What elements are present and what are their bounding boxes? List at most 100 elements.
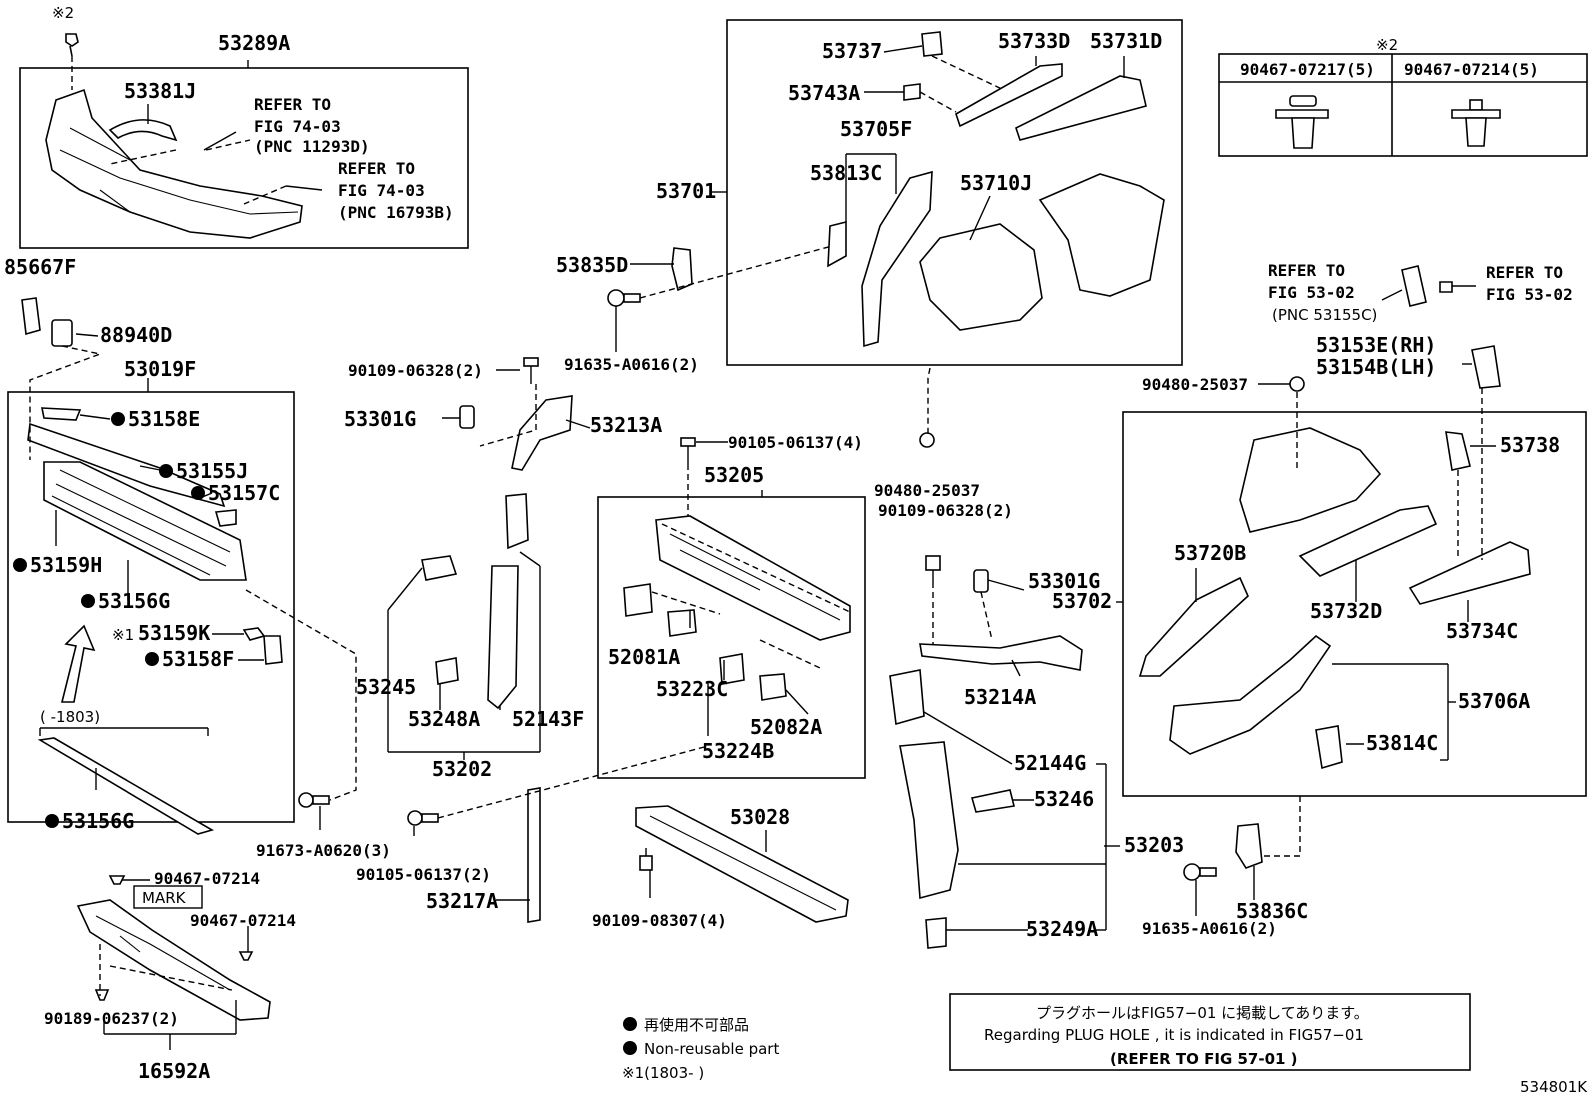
label-53836C[interactable]: 53836C	[1236, 899, 1308, 923]
label-90109-06328-b[interactable]: 90109-06328(2)	[878, 501, 1013, 520]
label-53245[interactable]: 53245	[356, 675, 416, 699]
label-52143F[interactable]: 52143F	[512, 707, 584, 731]
group-box-53702	[1122, 411, 1587, 797]
label-52081A[interactable]: 52081A	[608, 645, 680, 669]
part-53814C-shape	[1315, 725, 1343, 770]
part-53813C-shape	[827, 220, 847, 268]
label-53019F[interactable]: 53019F	[124, 357, 196, 381]
part-53155C-ref-shape	[1401, 265, 1427, 307]
bolt-90109-08307-shape	[639, 848, 653, 871]
bolt-91635-b-shape	[1183, 863, 1217, 881]
label-16592A[interactable]: 16592A	[138, 1059, 210, 1083]
label-53710J[interactable]: 53710J	[960, 171, 1032, 195]
label-53159K[interactable]: 53159K	[138, 621, 210, 645]
label-53732D[interactable]: 53732D	[1310, 599, 1382, 623]
label-53203[interactable]: 53203	[1124, 833, 1184, 857]
part-53248A-shape	[435, 657, 459, 685]
part-53028-shape	[635, 805, 849, 923]
label-52082A[interactable]: 52082A	[750, 715, 822, 739]
bolt-90105-06137-b-shape	[680, 437, 696, 464]
part-53720B-shape	[1138, 576, 1249, 677]
label-53156G-b[interactable]: 53156G	[62, 809, 134, 833]
label-53734C[interactable]: 53734C	[1446, 619, 1518, 643]
label-53702[interactable]: 53702	[1052, 589, 1112, 613]
label-53202[interactable]: 53202	[432, 757, 492, 781]
label-53156G-a[interactable]: 53156G	[98, 589, 170, 613]
part-53836C-shape	[1235, 823, 1263, 869]
label-53733D[interactable]: 53733D	[998, 29, 1070, 53]
label-53705F[interactable]: 53705F	[840, 117, 912, 141]
label-53835D[interactable]: 53835D	[556, 253, 628, 277]
ref4-line2: FIG 53-02	[1486, 285, 1573, 304]
label-91673-A0620[interactable]: 91673-A0620(3)	[256, 841, 391, 860]
label-53158E[interactable]: 53158E	[128, 407, 200, 431]
clip-90189-shape	[94, 989, 110, 1001]
range-label: ( -1803)	[40, 708, 100, 726]
label-53223C[interactable]: 53223C	[656, 677, 728, 701]
label-53743A[interactable]: 53743A	[788, 81, 860, 105]
part-52081A-shape	[623, 583, 653, 617]
label-53205[interactable]: 53205	[704, 463, 764, 487]
label-85667F[interactable]: 85667F	[4, 255, 76, 279]
part-85667F-shape	[21, 297, 41, 336]
label-90109-08307[interactable]: 90109-08307(4)	[592, 911, 727, 930]
label-90105-06137-a[interactable]: 90105-06137(2)	[356, 865, 491, 884]
label-91635-A0616-b[interactable]: 91635-A0616(2)	[1142, 919, 1277, 938]
label-91635-A0616-a[interactable]: 91635-A0616(2)	[564, 355, 699, 374]
label-53217A[interactable]: 53217A	[426, 889, 498, 913]
label-53248A[interactable]: 53248A	[408, 707, 480, 731]
part-53733D-shape	[955, 63, 1063, 128]
label-53301G-a[interactable]: 53301G	[344, 407, 416, 431]
label-53737[interactable]: 53737	[822, 39, 882, 63]
label-53738[interactable]: 53738	[1500, 433, 1560, 457]
label-53157C[interactable]: 53157C	[208, 481, 280, 505]
label-53159H[interactable]: 53159H	[30, 553, 102, 577]
part-53301G-a-shape	[459, 405, 475, 429]
mark-label-box	[133, 885, 203, 909]
legend-nonreusable-jp: 再使用不可部品	[644, 1016, 749, 1034]
label-53153E[interactable]: 53153E(RH)	[1316, 333, 1436, 357]
part-53019F-shape	[27, 407, 247, 581]
nonreusable-dots	[13, 412, 637, 1055]
part-53224B-bracket-shape	[719, 653, 745, 685]
clip-table-header-1: 90467-07217(5)	[1240, 60, 1375, 79]
label-53381J[interactable]: 53381J	[124, 79, 196, 103]
label-53214A[interactable]: 53214A	[964, 685, 1036, 709]
part-52144G-shape	[889, 669, 925, 726]
label-53246[interactable]: 53246	[1034, 787, 1094, 811]
label-53155J[interactable]: 53155J	[176, 459, 248, 483]
ref4-line1: REFER TO	[1486, 263, 1563, 282]
label-53814C[interactable]: 53814C	[1366, 731, 1438, 755]
label-90109-06328-a[interactable]: 90109-06328(2)	[348, 361, 483, 380]
label-53301G-b[interactable]: 53301G	[1028, 569, 1100, 593]
label-53213A[interactable]: 53213A	[590, 413, 662, 437]
label-90467-07214-b[interactable]: 90467-07214	[190, 911, 296, 930]
label-53813C[interactable]: 53813C	[810, 161, 882, 185]
label-53249A[interactable]: 53249A	[1026, 917, 1098, 941]
clip-icon-90467-07217	[1275, 95, 1329, 149]
label-90105-06137-b[interactable]: 90105-06137(4)	[728, 433, 863, 452]
label-53028[interactable]: 53028	[730, 805, 790, 829]
label-90467-07214-a[interactable]: 90467-07214	[154, 869, 260, 888]
label-90480-25037-b[interactable]: 90480-25037	[1142, 375, 1248, 394]
label-53731D[interactable]: 53731D	[1090, 29, 1162, 53]
label-53701[interactable]: 53701	[656, 179, 716, 203]
part-53706A-shape	[1169, 634, 1332, 755]
leader-lines	[55, 45, 1496, 1050]
label-52144G[interactable]: 52144G	[1014, 751, 1086, 775]
label-90189-06237[interactable]: 90189-06237(2)	[44, 1009, 179, 1028]
label-90480-25037-a[interactable]: 90480-25037	[874, 481, 980, 500]
label-53224B[interactable]: 53224B	[702, 739, 774, 763]
clip-90467-b-shape	[238, 951, 254, 961]
label-53158F[interactable]: 53158F	[162, 647, 234, 671]
label-53706A[interactable]: 53706A	[1458, 689, 1530, 713]
notice-line3: (REFER TO FIG 57-01 )	[1110, 1050, 1298, 1068]
ref2-line2: FIG 74-03	[338, 181, 425, 200]
label-53720B[interactable]: 53720B	[1174, 541, 1246, 565]
label-53154B[interactable]: 53154B(LH)	[1316, 355, 1436, 379]
label-88940D[interactable]: 88940D	[100, 323, 172, 347]
part-53203-shape	[899, 741, 959, 900]
label-53289A[interactable]: 53289A	[218, 31, 290, 55]
part-16592A-shape	[76, 899, 271, 1021]
mark-label: MARK	[142, 889, 187, 907]
